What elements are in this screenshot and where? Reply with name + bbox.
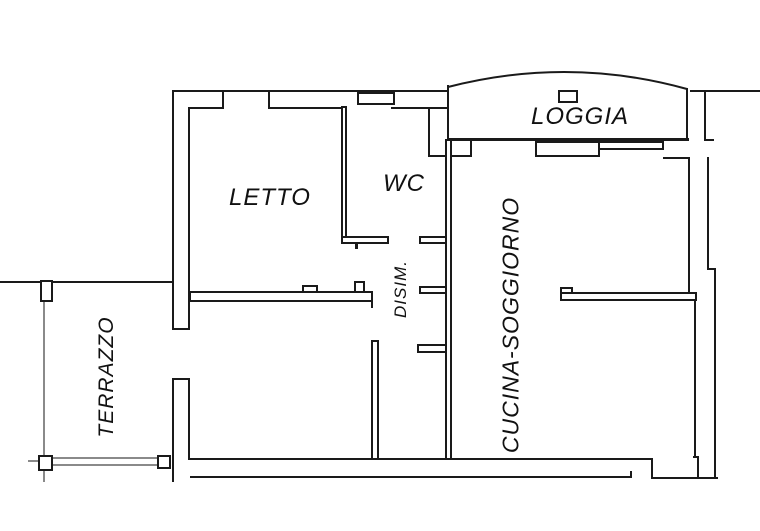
- room-label-terrazzo: TERRAZZO: [95, 316, 118, 438]
- wall-segment: [222, 92, 224, 109]
- wall-block: [40, 280, 53, 302]
- wall-segment: [391, 107, 449, 109]
- wall-segment: [707, 268, 716, 270]
- wall-segment: [188, 458, 651, 460]
- wall-block: [445, 139, 452, 460]
- wall-block: [419, 286, 447, 294]
- wall-segment: [704, 92, 706, 141]
- wall-segment: [190, 107, 224, 109]
- wall-segment: [697, 458, 699, 477]
- wall-segment: [355, 244, 358, 249]
- wall-block: [560, 287, 573, 294]
- wall-segment: [172, 378, 174, 482]
- wall-block: [341, 236, 389, 244]
- wall-segment: [188, 378, 190, 458]
- wall-segment: [172, 378, 190, 380]
- room-label-disimpegno: DISIM.: [391, 260, 410, 318]
- wall-segment: [688, 159, 690, 297]
- wall-block: [535, 141, 600, 157]
- wall-segment: [428, 107, 430, 157]
- wall-segment: [28, 460, 40, 462]
- wall-block: [558, 90, 578, 103]
- room-label-wc: WC: [383, 170, 425, 197]
- wall-segment: [172, 328, 190, 330]
- wall-block: [560, 292, 697, 301]
- wall-segment: [268, 92, 270, 109]
- wall-segment: [0, 281, 42, 283]
- wall-segment: [663, 157, 690, 159]
- wall-segment: [428, 155, 447, 157]
- wall-segment: [188, 107, 190, 330]
- wall-segment: [630, 471, 632, 477]
- wall-segment: [686, 88, 688, 140]
- wall-segment: [694, 299, 696, 458]
- wall-block: [341, 106, 347, 239]
- wall-segment: [714, 268, 716, 478]
- room-label-cucina-soggiorno: CUCINA-SOGGIORNO: [497, 196, 524, 454]
- wall-block: [419, 236, 447, 244]
- wall-segment: [447, 85, 449, 141]
- wall-block: [357, 92, 395, 105]
- wall-segment: [268, 107, 343, 109]
- wall-segment: [693, 456, 699, 458]
- wall-block: [417, 344, 447, 353]
- wall-segment: [651, 477, 718, 479]
- wall-segment: [43, 470, 45, 482]
- wall-segment: [172, 90, 174, 330]
- wall-segment: [53, 464, 158, 466]
- wall-block: [302, 285, 318, 293]
- room-label-letto: LETTO: [229, 184, 311, 211]
- wall-segment: [53, 281, 173, 283]
- wall-segment: [704, 139, 714, 141]
- wall-segment: [173, 90, 449, 92]
- wall-segment: [190, 476, 632, 478]
- wall-block: [371, 340, 379, 460]
- wall-segment: [371, 300, 373, 308]
- room-label-loggia: LOGGIA: [530, 103, 630, 130]
- wall-block: [38, 455, 53, 471]
- wall-segment: [43, 301, 45, 457]
- wall-segment: [53, 457, 158, 459]
- wall-block: [598, 141, 664, 150]
- wall-block: [354, 281, 365, 293]
- wall-segment: [451, 155, 472, 157]
- wall-segment: [690, 90, 760, 92]
- wall-segment: [470, 141, 472, 157]
- wall-segment: [449, 138, 689, 141]
- wall-block: [157, 455, 171, 469]
- wall-block: [189, 291, 373, 302]
- wall-segment: [707, 157, 709, 269]
- wall-segment: [651, 458, 653, 478]
